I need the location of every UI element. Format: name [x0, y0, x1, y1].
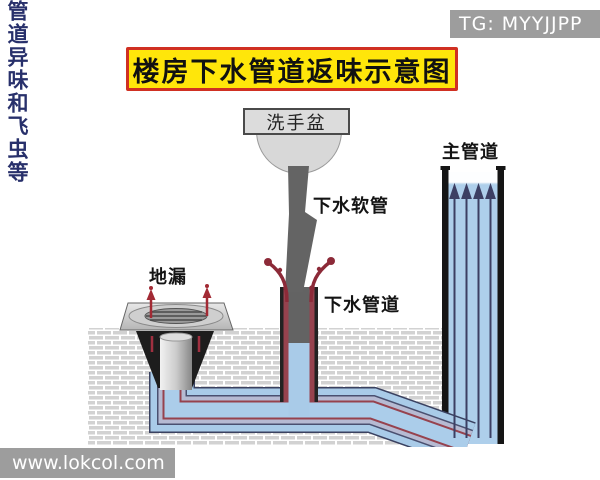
floor-drain-core — [160, 337, 192, 390]
site-watermark-text: www.lokcol.com — [12, 452, 165, 474]
floor-drain — [119, 302, 234, 390]
main-pipe-right-wall — [497, 168, 504, 444]
main-pipe-water — [448, 172, 498, 444]
hose-label: 下水软管 — [313, 196, 389, 217]
floor-drain-odor-arrows — [146, 284, 212, 318]
pipe-mouth-odor-arrows — [264, 257, 335, 303]
main-pipe-label: 主管道 — [442, 142, 499, 163]
odor-note-vertical-label: 管道异味和飞虫等 — [5, 0, 29, 184]
drain-pipe-label: 下水管道 — [324, 295, 400, 316]
floor-drain-label: 地漏 — [149, 267, 187, 288]
drain-pipe — [280, 285, 318, 416]
diagram-title-banner: 楼房下水管道返味示意图 — [126, 47, 458, 91]
main-pipe-odor-arrows — [449, 182, 496, 438]
buried-drain-pipe-run — [149, 372, 476, 466]
drain-hose — [285, 166, 317, 292]
main-pipe-left-wall — [442, 168, 449, 444]
diagram-title: 楼房下水管道返味示意图 — [132, 56, 452, 88]
basin-label: 洗手盆 — [266, 112, 327, 134]
main-pipe-air-gap — [448, 172, 498, 183]
tg-watermark-text: TG: MYYJJPP — [459, 13, 583, 35]
tg-watermark-badge: TG: MYYJJPP — [450, 10, 600, 38]
basin-label-box: 洗手盆 — [243, 108, 350, 135]
hose-inside-pipe — [288, 287, 310, 343]
drain-pipe-water — [288, 343, 310, 416]
site-watermark-badge: www.lokcol.com — [0, 448, 175, 478]
main-pipe — [440, 166, 506, 444]
